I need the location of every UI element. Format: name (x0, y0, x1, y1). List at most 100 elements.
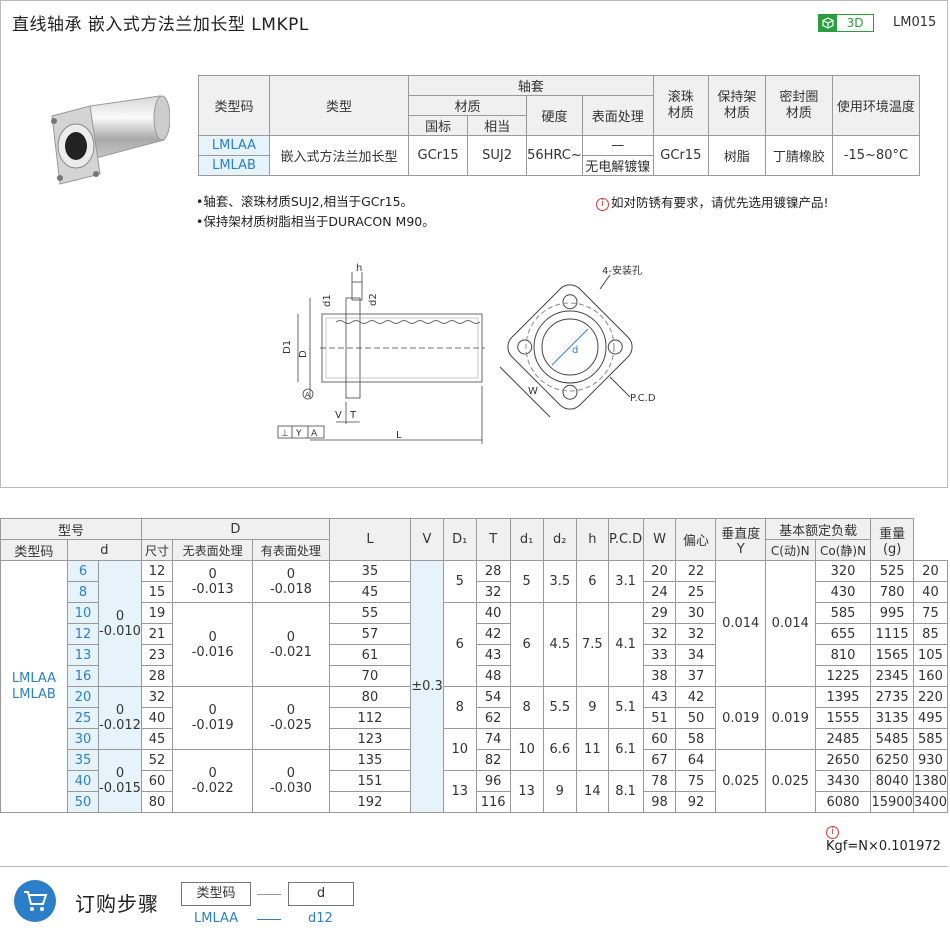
pcd-value: 98 (642, 791, 677, 813)
note-1: •轴套、滚珠材质SUJ2,相当于GCr15。 (196, 194, 414, 209)
D1-value: 40 (475, 602, 511, 624)
W-value: 92 (675, 791, 717, 813)
th-material: 材质 (408, 95, 528, 116)
th-sleeve: 轴套 (408, 75, 654, 96)
th-load: 基本额定负载 (764, 518, 872, 540)
D-surf-tolerance: 0-0.018 (252, 560, 330, 603)
d1-value: 5.5 (542, 686, 578, 729)
pcd-value: 51 (642, 707, 677, 729)
th-seal: 密封圈材质 (764, 75, 833, 136)
th-std: 国标 (408, 115, 469, 136)
D-nosurf-tolerance: 0-0.019 (172, 686, 254, 750)
hardness-cell: 56HRC~ (526, 135, 583, 176)
th-h: h (576, 518, 609, 561)
th-D: D (140, 518, 330, 540)
L-value: 123 (328, 728, 412, 750)
order-example-code: LMLAA (194, 911, 239, 926)
D-size: 12 (140, 560, 174, 582)
D1-value: 82 (475, 749, 511, 771)
V-value: 5 (442, 560, 477, 603)
th-surface: 有表面处理 (252, 539, 330, 561)
th-type: 类型 (269, 75, 410, 136)
3d-label: 3D (846, 16, 864, 30)
d-value[interactable]: 25 (66, 707, 100, 729)
notes: •轴套、滚珠材质SUJ2,相当于GCr15。 •保持架材质树脂相当于DURACO… (196, 192, 435, 232)
order-box-type-code: 类型码 (181, 882, 251, 906)
3d-model-button[interactable]: 3D (818, 14, 874, 32)
ball-cell: GCr15 (652, 135, 709, 176)
d-value[interactable]: 12 (66, 623, 100, 645)
th-V: V (410, 518, 444, 561)
Co-value: 3135 (870, 707, 914, 729)
dim-d: d (572, 345, 578, 356)
pcd-label: P.C.D (630, 393, 656, 404)
code-lmlab[interactable]: LMLAB (197, 155, 271, 176)
Co-value: 2345 (870, 665, 914, 687)
d-value[interactable]: 6 (66, 560, 100, 582)
d-value[interactable]: 13 (66, 644, 100, 666)
d-value[interactable]: 10 (66, 602, 100, 624)
svg-text:⊥: ⊥ (281, 429, 289, 439)
T-value: 10 (509, 728, 544, 771)
th-D1: D₁ (442, 518, 477, 561)
pcd-value: 20 (642, 560, 677, 582)
D-nosurf-tolerance: 0-0.013 (172, 560, 254, 603)
d-value[interactable]: 8 (66, 581, 100, 603)
order-box-d: d (288, 882, 354, 906)
pcd-value: 78 (642, 770, 677, 792)
Co-value: 15900 (870, 791, 914, 813)
D-size: 40 (140, 707, 174, 729)
th-type-code: 类型码 (197, 75, 271, 136)
d-value[interactable]: 20 (66, 686, 100, 708)
equiv-cell: SUJ2 (467, 135, 528, 176)
weight-value: 75 (912, 602, 949, 624)
L-value: 61 (328, 644, 412, 666)
d-value[interactable]: 40 (66, 770, 100, 792)
d1-value: 6.6 (542, 728, 578, 771)
h-value: 8.1 (607, 770, 644, 813)
Co-value: 5485 (870, 728, 914, 750)
d-value[interactable]: 30 (66, 728, 100, 750)
L-value: 112 (328, 707, 412, 729)
C-value: 810 (814, 644, 872, 666)
info-icon: i (826, 826, 839, 839)
code-lmlaa[interactable]: LMLAA (197, 135, 271, 156)
W-value: 64 (675, 749, 717, 771)
th-temp: 使用环境温度 (831, 75, 921, 136)
pcd-value: 29 (642, 602, 677, 624)
L-value: 80 (328, 686, 412, 708)
technical-drawing: h d1 d2 D1 D A V T L ⊥ Y A d 4-安装孔 P.C.D… (277, 263, 656, 444)
d-value[interactable]: 16 (66, 665, 100, 687)
W-value: 22 (675, 560, 717, 582)
th-hardness: 硬度 (526, 95, 583, 136)
D-surf-tolerance: 0-0.030 (252, 749, 330, 813)
L-value: 151 (328, 770, 412, 792)
d-value[interactable]: 50 (66, 791, 100, 813)
weight-value: 160 (912, 665, 949, 687)
d2-value: 14 (576, 770, 609, 813)
seal-cell: 丁腈橡胶 (764, 135, 833, 176)
D1-value: 43 (475, 644, 511, 666)
dim-V: V (335, 410, 342, 421)
surface-a-cell: — (581, 135, 654, 156)
d-value[interactable]: 35 (66, 749, 100, 771)
h-value: 3.1 (607, 560, 644, 603)
d2-value: 6 (576, 560, 609, 603)
dim-L: L (396, 430, 402, 441)
W-value: 42 (675, 686, 717, 708)
V-value: 8 (442, 686, 477, 729)
L-value: 45 (328, 581, 412, 603)
th-type-code: 类型码 (0, 539, 68, 561)
info-icon: i (596, 198, 609, 211)
D-size: 21 (140, 623, 174, 645)
pcd-value: 32 (642, 623, 677, 645)
eccentricity-value: 0.025 (715, 749, 766, 813)
unit-note: iKgf=N×0.101972 (826, 826, 941, 854)
